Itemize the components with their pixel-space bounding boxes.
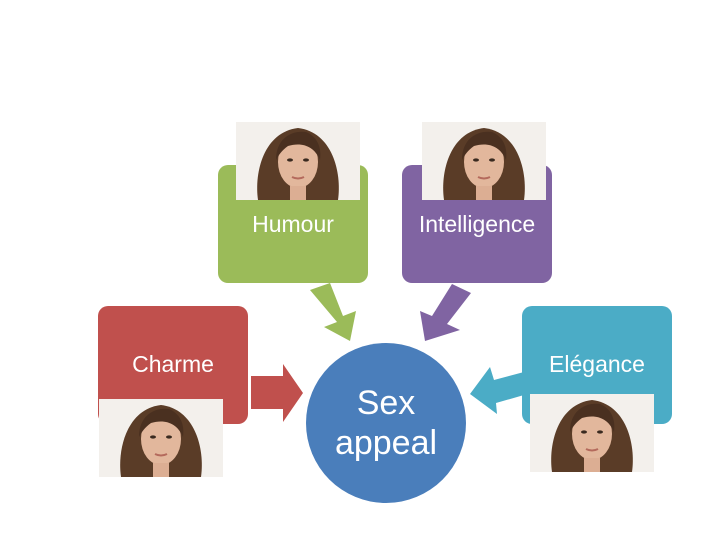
node-intelligence-label: Intelligence	[418, 210, 536, 237]
arrow-humour	[310, 283, 356, 341]
portrait-photo-charme	[99, 399, 223, 477]
portrait-photo-elegance	[530, 394, 654, 472]
arrow-charme	[251, 364, 303, 422]
center-label-line1: Sex	[356, 384, 416, 422]
node-humour-label: Humour	[252, 210, 334, 237]
portrait-photo-humour	[236, 122, 360, 200]
center-label-line2: appeal	[334, 424, 438, 462]
node-charme-label: Charme	[132, 351, 214, 377]
center-node-sex-appeal: Sex appeal	[306, 343, 466, 503]
arrow-elegance	[470, 367, 524, 414]
node-elegance-label: Elégance	[549, 351, 645, 377]
arrow-intelligence	[420, 284, 471, 341]
portrait-photo-intelligence	[422, 122, 546, 200]
